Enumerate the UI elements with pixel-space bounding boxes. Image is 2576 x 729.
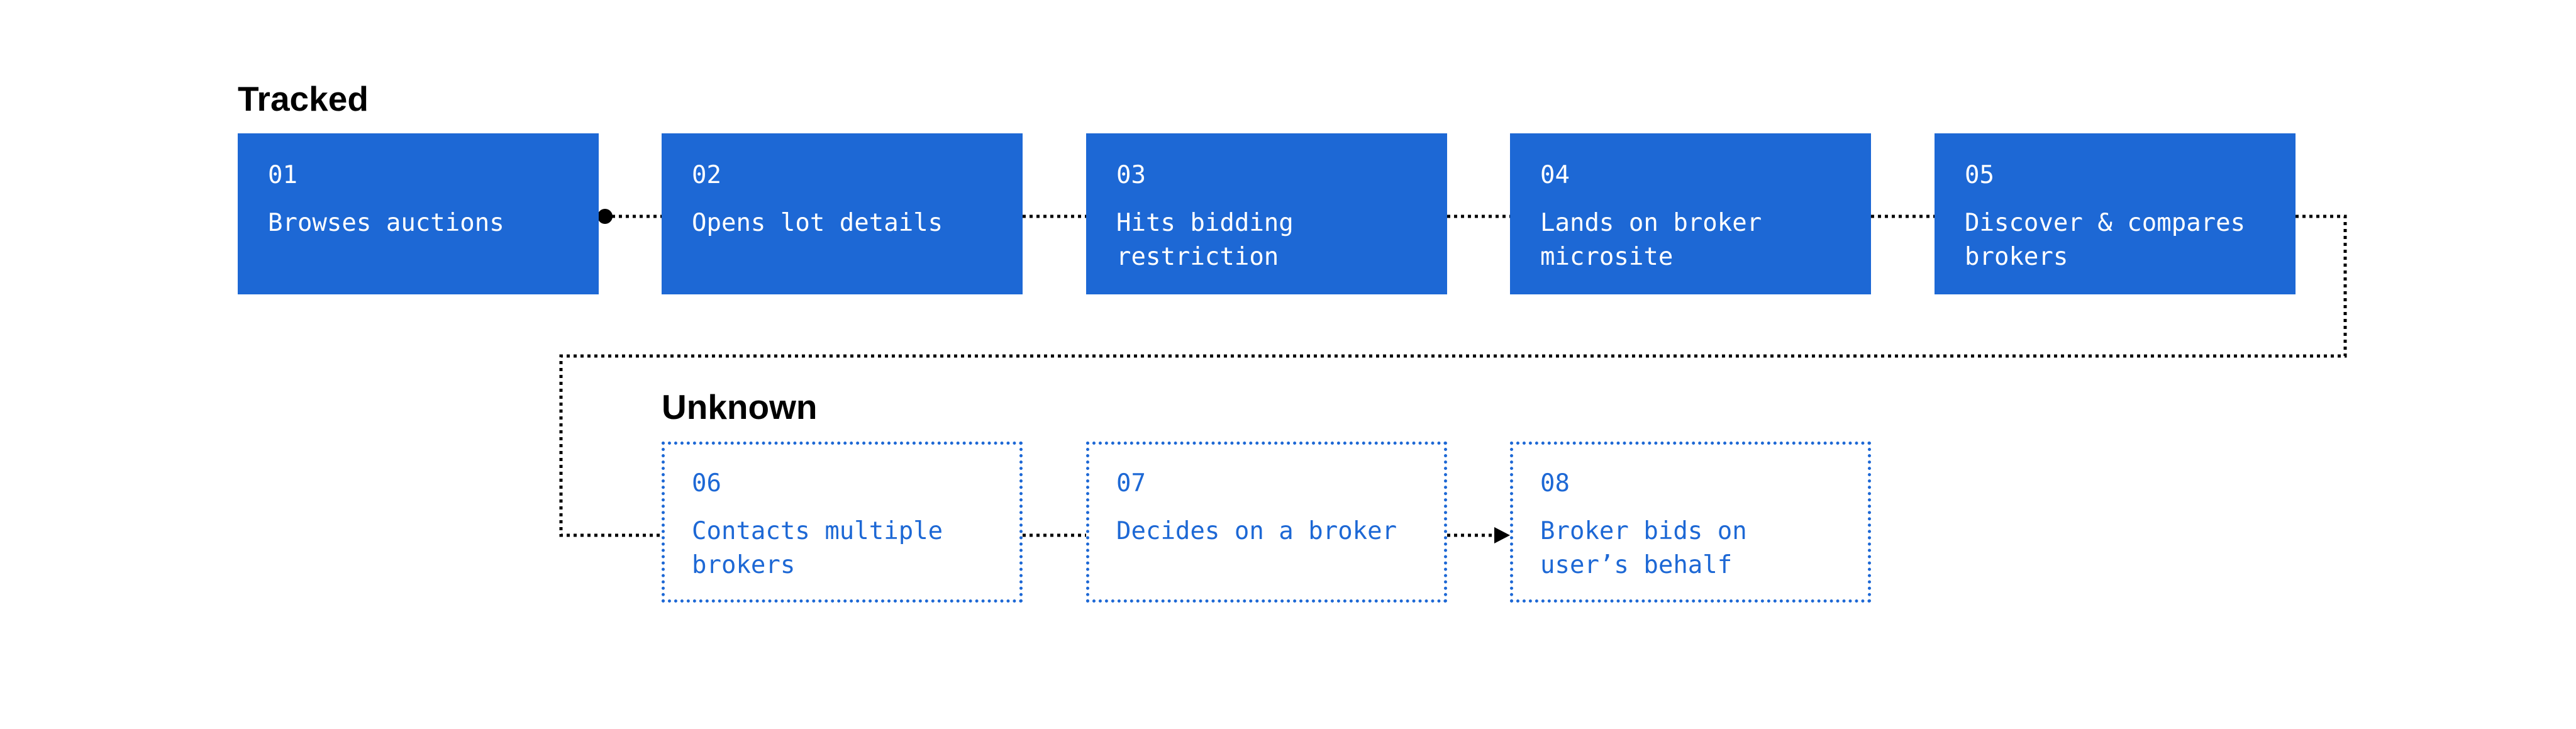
step-label: Lands on broker microsite [1540, 209, 1762, 271]
step-number: 01 [268, 161, 297, 189]
step-03: 03 Hits bidding restriction [1086, 133, 1447, 294]
step-05: 05 Discover & compares brokers [1935, 133, 2296, 294]
step-label: Broker bids on user’s behalf [1540, 517, 1747, 579]
step-02: 02 Opens lot details [662, 133, 1023, 294]
step-label: Discover & compares brokers [1965, 209, 2246, 271]
step-01: 01 Browses auctions [238, 133, 599, 294]
step-number: 06 [692, 469, 721, 498]
step-number: 04 [1540, 161, 1570, 189]
step-label: Hits bidding restriction [1116, 209, 1294, 271]
connector-05-06 [559, 214, 2347, 537]
step-06: 06 Contacts multiple brokers [662, 442, 1023, 603]
step-number: 02 [692, 161, 721, 189]
step-number: 08 [1540, 469, 1570, 498]
step-08: 08 Broker bids on user’s behalf [1510, 442, 1871, 603]
step-label: Contacts multiple brokers [692, 517, 943, 579]
step-label: Decides on a broker [1116, 517, 1397, 545]
section-title-unknown: Unknown [662, 387, 818, 426]
flow-end-arrow-icon [1494, 527, 1510, 543]
section-title-tracked: Tracked [238, 79, 369, 118]
flow-start-dot [597, 209, 613, 224]
step-number: 05 [1965, 161, 1994, 189]
step-label: Browses auctions [268, 209, 504, 237]
step-07: 07 Decides on a broker [1086, 442, 1447, 603]
step-04: 04 Lands on broker microsite [1510, 133, 1871, 294]
step-number: 07 [1116, 469, 1146, 498]
step-number: 03 [1116, 161, 1146, 189]
step-label: Opens lot details [692, 209, 943, 237]
